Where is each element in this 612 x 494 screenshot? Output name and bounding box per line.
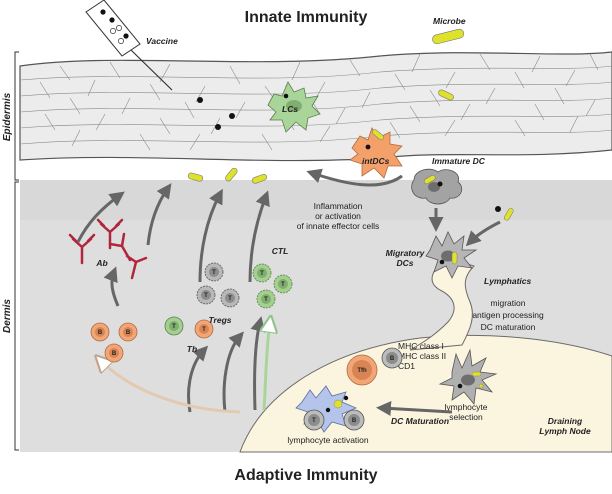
lymph-node-region [239, 334, 612, 453]
antigen-processing-text: antigen processing [472, 310, 544, 320]
treg-cells-icon [196, 262, 240, 308]
dc-maturation-arrow [376, 401, 453, 417]
cluster-t-letter: T [312, 418, 316, 424]
vaccine-label: Vaccine [146, 36, 178, 46]
inflammation-line-2: or activation [315, 211, 361, 221]
ctl-label: CTL [272, 246, 289, 256]
immature-dc-label: Immature DC [432, 156, 486, 166]
epidermis-region [19, 51, 612, 162]
migration-text: migration [491, 298, 526, 308]
dermis-microbe-icon [495, 206, 514, 221]
dermis-side-label: Dermis [2, 299, 13, 333]
microbe-to-migratory-arrow [465, 220, 501, 247]
th-label: Th [187, 344, 197, 354]
cluster-b-letter-2: B [352, 418, 357, 424]
inflammation-line-1: Inflammation [314, 201, 363, 211]
vaccine-syringe-icon [85, 0, 173, 91]
intdcs-label: intDCs [362, 156, 390, 166]
mhc1-text: MHC class I [398, 341, 444, 351]
th-letter-2: T [202, 327, 206, 333]
migratory-label-2: DCs [396, 258, 413, 268]
dc-maturation-arrow-label: DC Maturation [391, 416, 449, 426]
cd1-text: CD1 [398, 361, 415, 371]
dermis-bracket [14, 181, 19, 451]
cluster-b-letter: B [390, 356, 395, 362]
migratory-label-1: Migratory [386, 248, 426, 258]
ctl-open-arrow [264, 322, 270, 411]
lcs-label: LCs [282, 104, 298, 114]
epidermis-bracket [14, 51, 19, 181]
b-cell-letter-1: B [98, 330, 103, 336]
b-cell-letter-2: B [126, 330, 131, 336]
lymphocyte-selection-1: lymphocyte [445, 402, 488, 412]
dc-maturation-text: DC maturation [481, 322, 536, 332]
th-letter-1: T [172, 324, 176, 330]
mhc2-text: MHC class II [398, 351, 446, 361]
ctl-cells-icon [252, 263, 293, 309]
tfh-label: Tfh [357, 368, 367, 374]
treg-letter-3: T [228, 296, 232, 302]
immature-dc-icon [411, 168, 463, 205]
langerhans-cell-icon [267, 81, 321, 133]
migratory-dc-icon [425, 231, 478, 279]
treg-letter-2: T [204, 293, 208, 299]
lymphocyte-activation-cluster [295, 347, 403, 433]
ctl-letter-2: T [281, 282, 285, 288]
microbe-label: Microbe [433, 16, 466, 26]
lymphocyte-activation-text: lymphocyte activation [287, 435, 369, 445]
b-cell-letter-3: B [112, 351, 117, 357]
inflammation-line-3: of innate effector cells [297, 221, 380, 231]
draining-label-1: Draining [548, 416, 583, 426]
draining-label-2: Lymph Node [539, 426, 591, 436]
ctl-letter-3: T [264, 297, 268, 303]
epidermis-side-label: Epidermis [2, 92, 13, 141]
adaptive-immunity-title: Adaptive Immunity [234, 467, 377, 484]
bcell-open-arrow [100, 360, 241, 414]
interstitial-dc-icon [349, 127, 403, 179]
b-cells-icon [90, 322, 138, 363]
tregs-label: Tregs [209, 315, 232, 325]
innate-immunity-title: Innate Immunity [245, 9, 368, 26]
mature-dc-icon [438, 348, 498, 405]
ctl-letter-1: T [260, 271, 264, 277]
treg-letter-1: T [212, 270, 216, 276]
lymphatics-label: Lymphatics [484, 276, 532, 286]
lymphocyte-selection-2: selection [449, 412, 483, 422]
epidermis-microbes-icon [187, 89, 454, 184]
microbe-legend-icon [432, 28, 465, 45]
antibody-icons [68, 218, 148, 280]
inflammation-arrow [306, 168, 403, 187]
ab-label: Ab [95, 258, 107, 268]
lymphatic-vessel [409, 257, 475, 351]
th-cells-icon [164, 316, 214, 339]
